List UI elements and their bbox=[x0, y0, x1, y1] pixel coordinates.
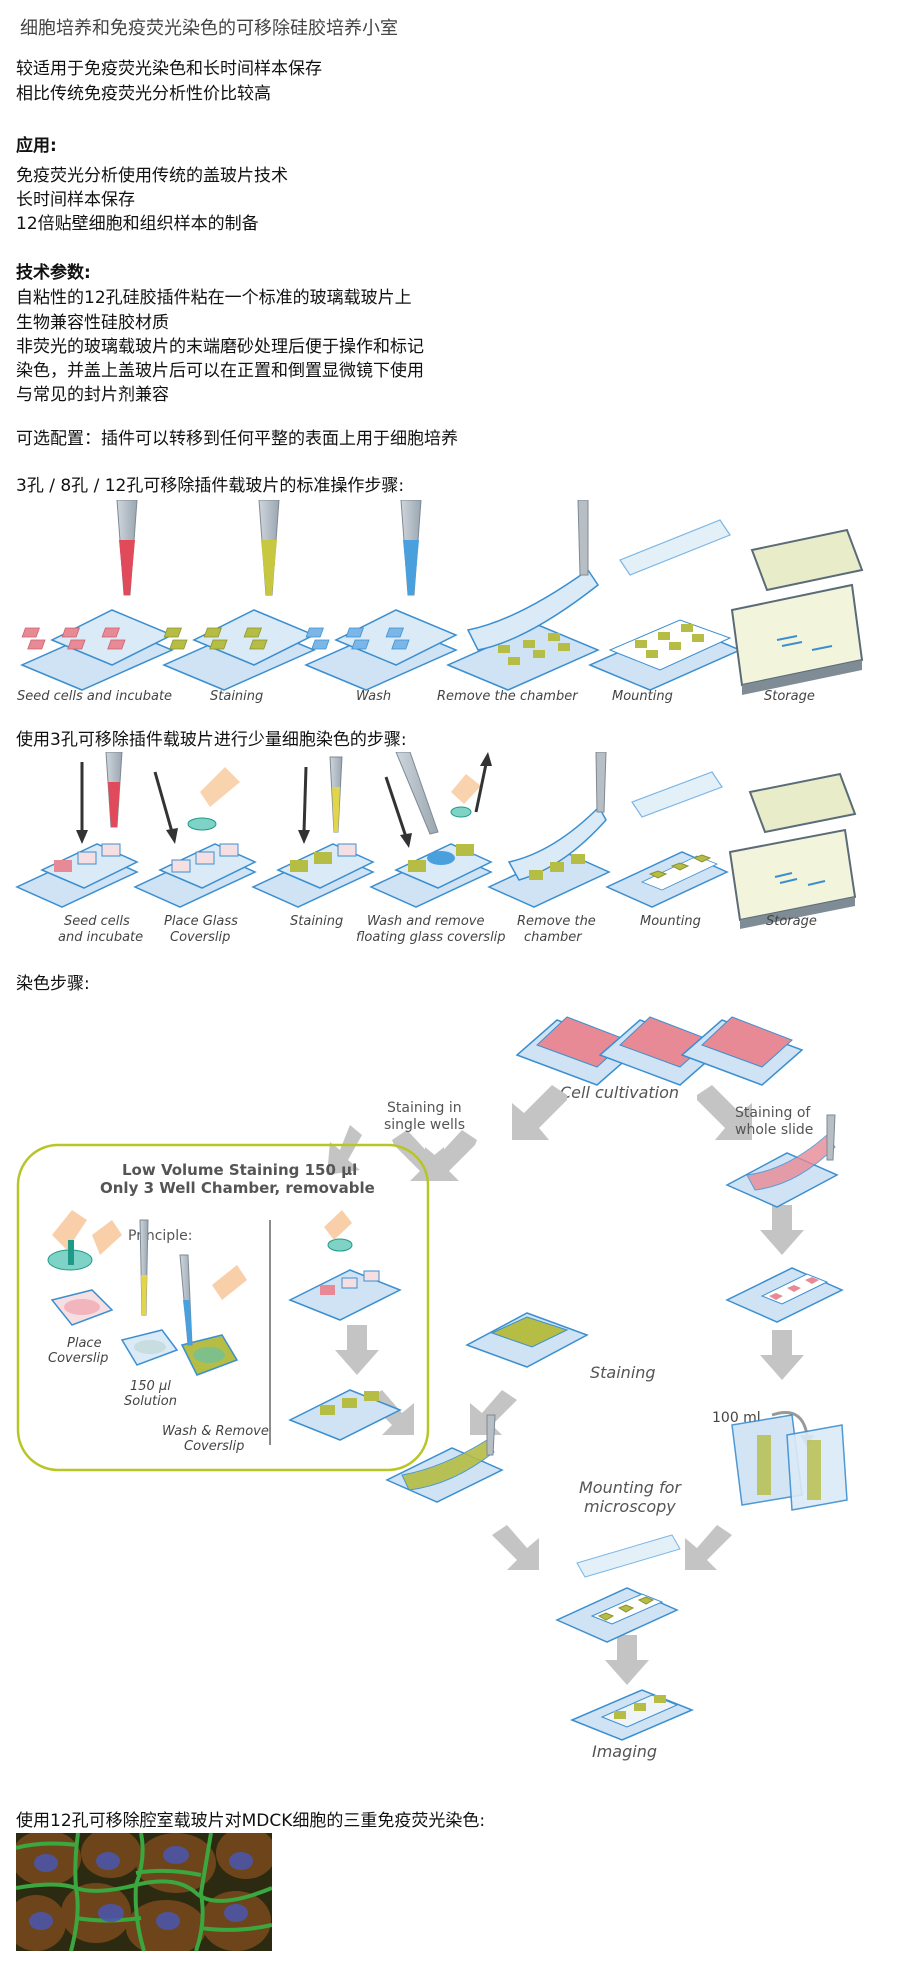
staining-3well bbox=[251, 756, 375, 908]
remove-chamber-3well bbox=[487, 751, 611, 908]
solution-label: 150 µl bbox=[130, 1379, 171, 1394]
spec-item: 自粘性的12孔硅胶插件粘在一个标准的玻璃载玻片上 bbox=[16, 288, 412, 308]
flow-arrows bbox=[327, 1085, 804, 1685]
step-label: Storage bbox=[764, 689, 815, 704]
seed-cells-3well bbox=[15, 751, 139, 908]
specs-heading: 技术参数: bbox=[16, 263, 91, 283]
cultivation-slides bbox=[515, 1016, 804, 1086]
single-wells-label: single wells bbox=[384, 1117, 465, 1133]
place-coverslip-label: Place bbox=[67, 1336, 102, 1351]
mounting-slides bbox=[576, 1534, 681, 1578]
application-item: 免疫荧光分析使用传统的盖玻片技术 bbox=[16, 166, 288, 186]
mounting-label: Mounting for bbox=[579, 1478, 682, 1497]
spec-item: 非荧光的玻璃载玻片的末端磨砂处理后便于操作和标记 bbox=[16, 337, 424, 357]
step-label: Storage bbox=[766, 914, 817, 929]
step-label: Coverslip bbox=[170, 930, 230, 945]
step-label: Staining bbox=[290, 914, 343, 929]
solution-label: Solution bbox=[124, 1394, 177, 1409]
wash-remove-3well bbox=[369, 751, 493, 908]
step-label: chamber bbox=[524, 930, 583, 945]
spec-item: 染色，并盖上盖玻片后可以在正置和倒置显微镜下使用 bbox=[16, 361, 424, 381]
step-label: Staining bbox=[210, 689, 263, 704]
staining-label: Staining bbox=[590, 1363, 656, 1382]
whole-slide-pink bbox=[725, 1267, 844, 1323]
low-volume-procedure-figure: Seed cells and incubate Place Glass Cove… bbox=[12, 751, 872, 952]
storage-box-3well bbox=[728, 772, 857, 929]
step-label: Seed cells bbox=[64, 914, 130, 929]
principle-illustration bbox=[47, 1210, 247, 1376]
application-item: 12倍贴壁细胞和组织样本的制备 bbox=[16, 214, 259, 234]
step-label: Mounting bbox=[640, 914, 701, 929]
step-label: Seed cells and incubate bbox=[17, 689, 172, 704]
place-coverslip-label: Coverslip bbox=[48, 1351, 108, 1366]
whole-slide-label: whole slide bbox=[735, 1122, 813, 1138]
spec-item: 生物兼容性硅胶材质 bbox=[16, 313, 169, 333]
step-label: Remove the chamber bbox=[437, 689, 579, 704]
mounting-label: microscopy bbox=[584, 1497, 676, 1516]
staining-jar bbox=[731, 1414, 848, 1511]
step-label: Mounting bbox=[612, 689, 673, 704]
staining-illustration bbox=[162, 499, 316, 691]
single-wells-slide bbox=[465, 1312, 589, 1368]
mounted-slide bbox=[555, 1587, 679, 1643]
spec-item: 与常见的封片剂兼容 bbox=[16, 385, 169, 405]
mounting-3well bbox=[605, 771, 729, 908]
whole-slide-staining bbox=[725, 1114, 839, 1208]
whole-slide-label: Staining of bbox=[735, 1105, 811, 1121]
standard-procedure-figure: Seed cells and incubate Staining Wash Re… bbox=[12, 499, 872, 710]
section1-heading: 3孔 / 8孔 / 12孔可移除插件载玻片的标准操作步骤: bbox=[16, 476, 405, 496]
intro-line: 相比传统免疫荧光分析性价比较高 bbox=[16, 84, 271, 104]
step-label: and incubate bbox=[58, 930, 143, 945]
box-slides bbox=[288, 1210, 402, 1441]
page-title: 细胞培养和免疫荧光染色的可移除硅胶培养小室 bbox=[20, 18, 398, 39]
mounting-illustration bbox=[588, 519, 742, 691]
wash-remove-label: Coverslip bbox=[184, 1439, 244, 1454]
staining-workflow-diagram: Cell cultivation Staining in single well… bbox=[12, 995, 872, 1770]
step-label: Remove the bbox=[517, 914, 596, 929]
seed-cells-illustration bbox=[20, 499, 174, 691]
step-label: Wash and remove bbox=[367, 914, 485, 929]
mdck-fluorescence-image bbox=[16, 1833, 272, 1951]
remove-chamber-slide bbox=[385, 1414, 504, 1503]
cell-cultivation-label: Cell cultivation bbox=[560, 1083, 679, 1102]
storage-box-illustration bbox=[730, 528, 864, 695]
wash-illustration bbox=[304, 499, 458, 691]
section2-heading: 使用3孔可移除插件载玻片进行少量细胞染色的步骤: bbox=[16, 730, 407, 750]
step-label: floating glass coverslip bbox=[356, 930, 506, 945]
step-label: Wash bbox=[356, 689, 391, 704]
imaging-slide bbox=[570, 1689, 694, 1741]
application-item: 长时间样本保存 bbox=[16, 190, 135, 210]
optional-config: 可选配置：插件可以转移到任何平整的表面上用于细胞培养 bbox=[16, 429, 458, 449]
step-label: Place Glass bbox=[164, 914, 238, 929]
box-title: Low Volume Staining 150 µl bbox=[122, 1161, 357, 1179]
section3-heading: 染色步骤: bbox=[16, 974, 90, 994]
low-volume-box bbox=[16, 1143, 430, 1472]
section4-heading: 使用12孔可移除腔室载玻片对MDCK细胞的三重免疫荧光染色: bbox=[16, 1811, 486, 1831]
applications-heading: 应用: bbox=[16, 136, 57, 156]
intro-line: 较适用于免疫荧光染色和长时间样本保存 bbox=[16, 59, 322, 79]
box-title: Only 3 Well Chamber, removable bbox=[100, 1179, 375, 1197]
place-coverslip-3well bbox=[133, 767, 257, 908]
remove-chamber-illustration bbox=[446, 499, 600, 691]
principle-label: Principle: bbox=[128, 1228, 192, 1244]
wash-remove-label: Wash & Remove bbox=[162, 1424, 269, 1439]
single-wells-label: Staining in bbox=[387, 1100, 462, 1116]
imaging-label: Imaging bbox=[592, 1742, 657, 1761]
